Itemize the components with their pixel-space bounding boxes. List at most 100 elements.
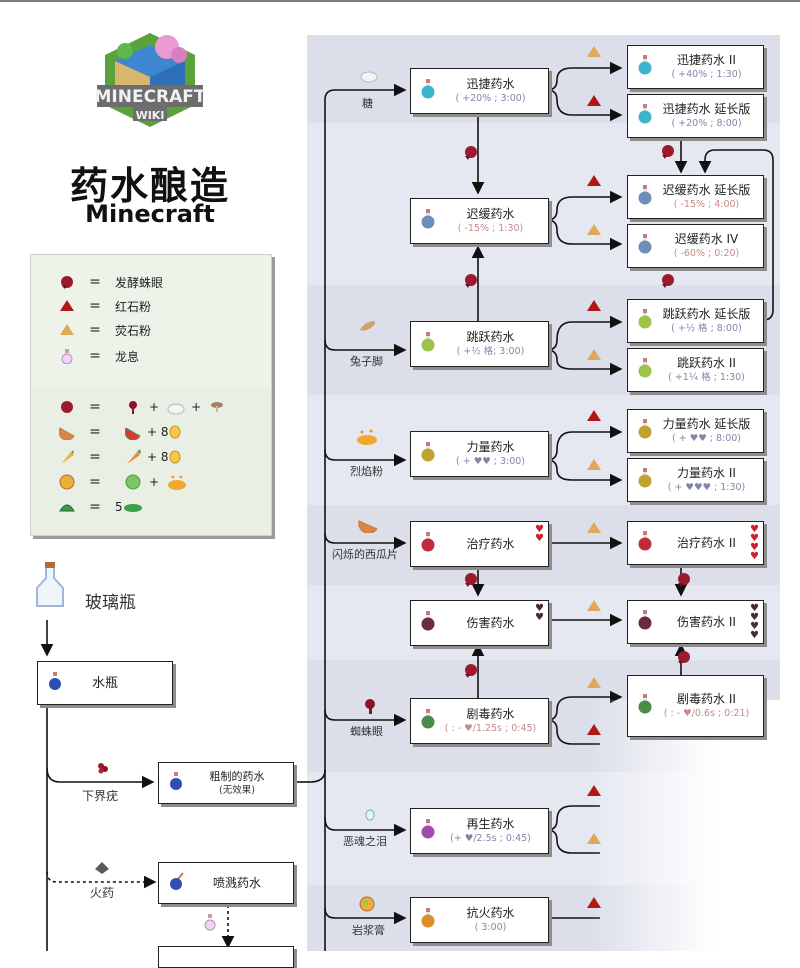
node-effect: ( + ♥♥ ; 3:00) [455,456,526,467]
potion-bottle-icon [420,78,436,104]
legend-label: 荧石粉 [115,323,152,338]
potion-bottle-icon [637,693,653,719]
node-title: 伤害药水 [466,615,515,630]
node-healing-2[interactable]: 治疗药水 II♥♥♥♥ [627,521,764,565]
node-fire-resistance[interactable]: 抗火药水 ( 3:00) [410,897,549,943]
redstone-dust-icon [586,93,602,112]
equals-sign: = [89,322,101,338]
node-swiftness[interactable]: 迅捷药水( +20% ; 3:00) [410,68,549,114]
redstone-dust-icon [586,173,602,192]
heart-icons: ♥♥♥♥ [750,524,759,562]
node-title: 治疗药水 [466,536,515,551]
node-title: 再生药水 [466,817,515,831]
node-lingering-potion[interactable] [158,946,294,968]
nether-wart-icon [96,760,110,779]
brown-mushroom-icon [209,399,225,415]
glowstone-dust-icon [586,520,602,539]
node-title: 抗火药水 [466,906,515,920]
node-leaping[interactable]: 跳跃药水( +½ 格; 3:00) [410,321,549,367]
legend-box: = 发酵蛛眼 = 红石粉 = 荧石粉 = 龙息 = + + = + 8 = + … [30,254,272,536]
node-effect: ( + ♥♥♥ ; 1:30) [667,482,746,493]
sugar-icon [167,399,185,415]
equals-sign: = [89,348,101,364]
potion-bottle-icon [637,418,653,444]
potion-bottle-icon [637,609,653,635]
node-swiftness-ext[interactable]: 迅捷药水 延长版( +20% ; 8:00) [627,94,764,138]
node-title: 迟缓药水 [466,207,515,221]
recipe-row: = 5 [59,496,143,518]
equals-sign: = [89,399,101,415]
glowstone-dust-icon [586,44,602,63]
node-swiftness-2[interactable]: 迅捷药水 II( +40% ; 1:30) [627,45,764,89]
heart-icon: ♥ [535,603,544,614]
node-slowness[interactable]: 迟缓药水 ( -15% ; 1:30) [410,198,549,244]
ingredient-label-gunpowder: 火药 [90,886,115,900]
node-water-bottle[interactable]: 水瓶 [37,661,173,705]
node-effect: ( +20% ; 8:00) [671,118,742,129]
node-harming-2[interactable]: 伤害药水 II♥♥♥♥ [627,600,764,644]
potion-bottle-icon [420,907,436,933]
node-slowness-4[interactable]: 迟缓药水 IV( -60% ; 0:20) [627,224,764,268]
potion-bottle-icon [637,530,653,556]
node-effect: ( +½ 格; 3:00) [456,346,525,357]
page-subtitle: Minecraft [85,200,215,228]
logo-text-wiki: WIKI [136,109,165,122]
potion-bottle-icon [47,671,63,695]
ingredient-label-ghast-tear: 恶魂之泪 [343,835,387,848]
potion-bottle-icon [420,208,436,234]
redstone-dust-icon [586,722,602,741]
potion-bottle-icon [420,531,436,557]
quantity-text: 5 [115,500,123,514]
heart-icon: ♥ [750,533,759,544]
node-harming[interactable]: 伤害药水♥♥ [410,600,549,646]
node-strength[interactable]: 力量药水( + ♥♥ ; 3:00) [410,431,549,477]
plus-sign: + [149,475,160,489]
fermented-spider-eye-icon [676,650,692,670]
quantity-text: + 8 [147,425,169,439]
node-effect: (无效果) [219,785,255,796]
node-strength-ext[interactable]: 力量药水 延长版( + ♥♥ ; 8:00) [627,409,764,453]
node-poison[interactable]: 剧毒药水( : - ♥/1.25s ; 0:45) [410,698,549,744]
node-regeneration[interactable]: 再生药水(+ ♥/2.5s ; 0:45) [410,808,549,854]
node-healing[interactable]: 治疗药水 ♥♥ [410,521,549,567]
fermented-spider-eye-icon [463,572,479,592]
node-poison-2[interactable]: 剧毒药水 II( : - ♥/0.6s ; 0:21) [627,675,764,737]
node-leaping-2[interactable]: 跳跃药水 II( +1¼ 格 ; 1:30) [627,348,764,392]
equals-sign: = [89,298,101,314]
heart-icons: ♥♥ [535,524,544,544]
node-effect: ( +40% ; 1:30) [671,69,742,80]
node-strength-2[interactable]: 力量药水 II ( + ♥♥♥ ; 1:30) [627,458,764,502]
node-effect: ( -15% ; 4:00) [673,199,740,210]
rabbit-foot-icon [358,318,378,338]
node-effect: ( -15% ; 1:30) [457,223,524,234]
heart-icon: ♥ [535,524,544,535]
node-title: 水瓶 [91,675,118,691]
node-effect: ( 3:00) [474,922,507,933]
blaze-powder-icon [167,474,187,490]
node-splash-potion[interactable]: 喷溅药水 [158,862,294,904]
heart-icons: ♥♥♥♥ [750,604,759,641]
node-effect: ( +1¼ 格 ; 1:30) [668,372,745,383]
node-title: 力量药水 II [677,466,736,480]
redstone-dust-icon [586,298,602,317]
potion-bottle-icon [637,103,653,129]
node-leaping-ext[interactable]: 跳跃药水 延长版( +½ 格 ; 8:00) [627,299,764,343]
fermented-spider-eye-icon [463,145,479,165]
recipe-row: = + + [59,396,225,418]
spider-eye-icon [125,399,141,415]
ingredient-label-rabbit-foot: 兔子脚 [350,355,383,368]
blaze-powder-icon [356,428,378,450]
redstone-dust-icon [59,298,75,314]
potion-bottle-icon [420,610,436,636]
heart-icon: ♥ [750,551,759,562]
node-awkward-potion[interactable]: 粗制的药水(无效果) [158,762,294,804]
node-title: 跳跃药水 延长版 [662,307,751,321]
legend-label: 龙息 [115,349,140,364]
node-title: 迟缓药水 延长版 [662,183,751,197]
ingredient-label-sugar: 糖 [362,97,373,110]
fermented-spider-eye-icon [463,663,479,683]
heart-icon: ♥ [750,524,759,535]
node-slowness-ext[interactable]: 迟缓药水 延长版 ( -15% ; 4:00) [627,175,764,219]
fade-overlay [590,700,800,951]
magma-cream-icon [359,896,375,916]
